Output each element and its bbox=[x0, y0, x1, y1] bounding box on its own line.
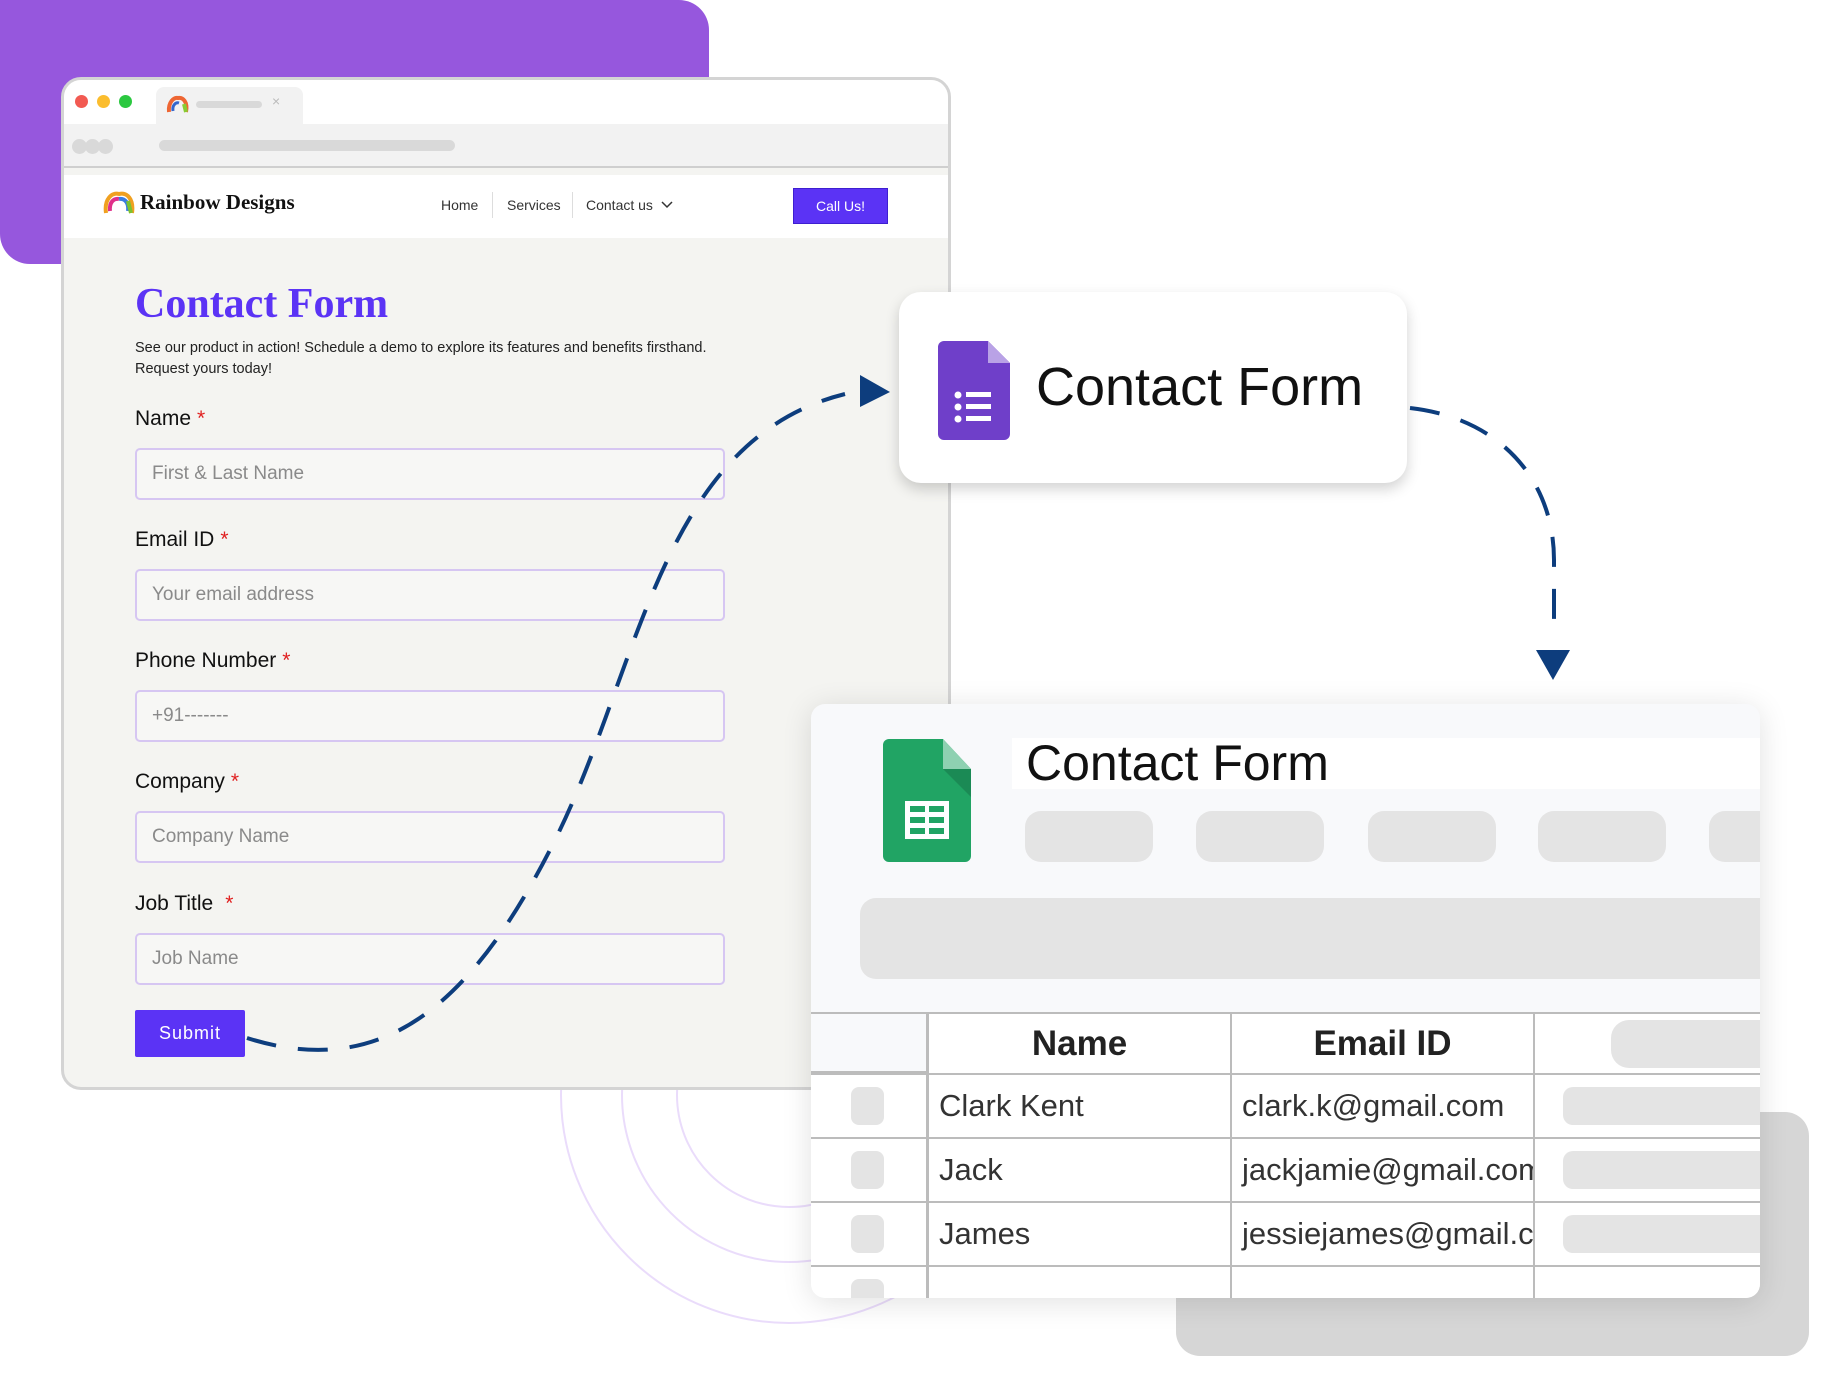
chevron-down-icon bbox=[661, 201, 673, 209]
description-line: Request yours today! bbox=[135, 361, 273, 377]
rainbow-designs-logo-icon bbox=[103, 191, 135, 214]
cell-name[interactable]: Jack bbox=[929, 1139, 1232, 1203]
tab-title-placeholder bbox=[196, 101, 262, 108]
google-sheets-card: Contact Form Name Email ID Clark Kent cl… bbox=[811, 704, 1760, 1298]
company-label: Company* bbox=[135, 770, 240, 793]
browser-tab[interactable]: × bbox=[156, 87, 303, 124]
cell-name[interactable]: Clark Kent bbox=[929, 1075, 1232, 1139]
rainbow-logo-icon bbox=[166, 95, 189, 113]
browser-tab-bar: × bbox=[64, 80, 948, 124]
google-forms-icon bbox=[938, 341, 1010, 440]
corner-cell bbox=[811, 1014, 929, 1075]
brand-name: Rainbow Designs bbox=[140, 190, 295, 214]
email-input[interactable]: Your email address bbox=[135, 569, 725, 621]
site-navbar: Rainbow Designs Home Services Contact us… bbox=[64, 175, 948, 238]
google-sheets-icon bbox=[883, 739, 971, 862]
nav-contact-us[interactable]: Contact us bbox=[586, 197, 653, 213]
sheet-title: Contact Form bbox=[1026, 735, 1329, 791]
name-input[interactable]: First & Last Name bbox=[135, 448, 725, 500]
phone-input[interactable]: +91------- bbox=[135, 690, 725, 742]
phone-label: Phone Number* bbox=[135, 649, 291, 672]
header-name[interactable]: Name bbox=[929, 1014, 1232, 1075]
page-title: Contact Form bbox=[135, 281, 389, 327]
cell-name[interactable]: James bbox=[929, 1203, 1232, 1267]
company-input[interactable]: Company Name bbox=[135, 811, 725, 863]
name-label: Name* bbox=[135, 407, 206, 430]
forms-card-title: Contact Form bbox=[1036, 357, 1364, 417]
maximize-window-button[interactable] bbox=[119, 95, 132, 108]
google-forms-card: Contact Form bbox=[899, 292, 1407, 483]
description-line: See our product in action! Schedule a de… bbox=[135, 340, 707, 356]
toolbar-placeholder bbox=[1368, 811, 1496, 862]
submit-button[interactable]: Submit bbox=[135, 1010, 245, 1057]
call-us-button[interactable]: Call Us! bbox=[793, 188, 888, 224]
nav-home[interactable]: Home bbox=[441, 197, 479, 213]
header-placeholder-cell bbox=[1535, 1014, 1760, 1075]
job-title-input[interactable]: Job Name bbox=[135, 933, 725, 985]
sheet-title-bar bbox=[1012, 738, 1760, 789]
cell-email[interactable]: jessiejames@gmail.com bbox=[1232, 1203, 1535, 1267]
nav-services[interactable]: Services bbox=[507, 197, 561, 213]
toolbar-placeholder bbox=[1025, 811, 1153, 862]
toolbar-placeholder bbox=[1196, 811, 1324, 862]
toolbar-placeholder bbox=[1709, 811, 1760, 862]
close-window-button[interactable] bbox=[75, 95, 88, 108]
address-bar[interactable] bbox=[159, 140, 455, 151]
minimize-window-button[interactable] bbox=[97, 95, 110, 108]
email-label: Email ID* bbox=[135, 528, 229, 551]
address-bar-area bbox=[64, 124, 948, 168]
cell-email[interactable]: jackjamie@gmail.com bbox=[1232, 1139, 1535, 1203]
toolbar-placeholder bbox=[1538, 811, 1666, 862]
tab-close-icon[interactable]: × bbox=[272, 93, 281, 109]
job-title-label: Job Title* bbox=[135, 892, 234, 915]
cell-email[interactable]: clark.k@gmail.com bbox=[1232, 1075, 1535, 1139]
header-email[interactable]: Email ID bbox=[1232, 1014, 1535, 1075]
page-description: See our product in action! Schedule a de… bbox=[135, 338, 755, 380]
formula-bar-placeholder bbox=[860, 898, 1760, 979]
